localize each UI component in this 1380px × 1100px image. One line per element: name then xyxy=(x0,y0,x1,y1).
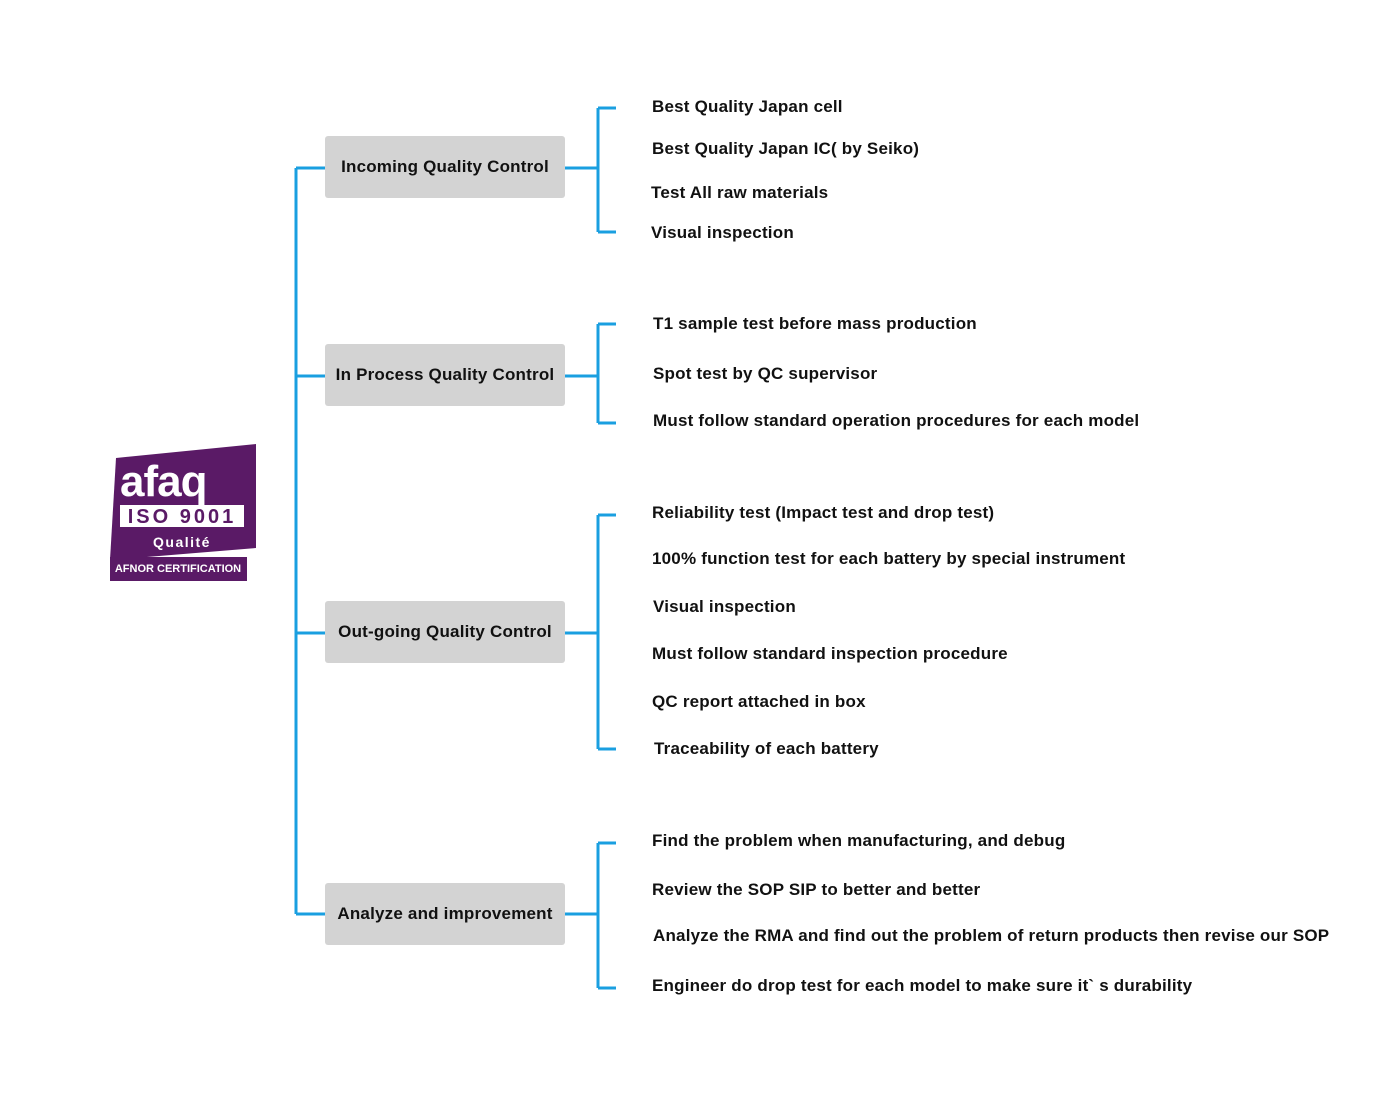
category-label: Analyze and improvement xyxy=(337,904,553,923)
incoming-item-japan-ic: Best Quality Japan IC( by Seiko) xyxy=(652,139,920,158)
category-label: In Process Quality Control xyxy=(335,365,555,384)
logo-quality-text: Qualité xyxy=(153,534,211,550)
incoming-item-visual-inspection: Visual inspection xyxy=(651,223,794,242)
out-going-item-reliability: Reliability test (Impact test and drop t… xyxy=(652,503,995,522)
category-box-in-process: In Process Quality Control xyxy=(325,344,565,406)
analyze-item-review-sop: Review the SOP SIP to better and better xyxy=(652,880,981,899)
category-box-incoming: Incoming Quality Control xyxy=(325,136,565,198)
logo-background-shape xyxy=(110,444,256,560)
category-label: Out-going Quality Control xyxy=(338,622,552,641)
out-going-item-inspection-procedure: Must follow standard inspection procedur… xyxy=(652,644,1008,663)
analyze-item-drop-test: Engineer do drop test for each model to … xyxy=(652,976,1193,995)
out-going-item-visual-inspection: Visual inspection xyxy=(653,597,796,616)
logo-standard-box xyxy=(120,505,244,527)
logo-certifier-text: AFNOR CERTIFICATION xyxy=(115,563,241,575)
category-label: Incoming Quality Control xyxy=(341,157,549,176)
logo-standard-text: ISO 9001 xyxy=(128,506,237,528)
incoming-item-raw-materials: Test All raw materials xyxy=(651,183,829,202)
category-box-analyze: Analyze and improvement xyxy=(325,883,565,945)
out-going-item-qc-report: QC report attached in box xyxy=(652,692,866,711)
out-going-item-traceability: Traceability of each battery xyxy=(654,739,879,758)
afaq-iso-9001-logo: afaq ISO 9001 Qualité AFNOR CERTIFICATIO… xyxy=(110,444,256,581)
incoming-item-japan-cell: Best Quality Japan cell xyxy=(652,97,843,116)
in-process-item-t1-sample: T1 sample test before mass production xyxy=(653,314,977,333)
out-going-item-function-test: 100% function test for each battery by s… xyxy=(652,549,1126,568)
analyze-item-rma: Analyze the RMA and find out the problem… xyxy=(653,926,1330,945)
logo-footer-band xyxy=(110,557,247,581)
analyze-item-find-problem: Find the problem when manufacturing, and… xyxy=(652,831,1066,850)
category-box-out-going: Out-going Quality Control xyxy=(325,601,565,663)
in-process-item-sop: Must follow standard operation procedure… xyxy=(653,411,1140,430)
in-process-item-spot-test: Spot test by QC supervisor xyxy=(653,364,878,383)
logo-brand-text: afaq xyxy=(120,457,206,506)
